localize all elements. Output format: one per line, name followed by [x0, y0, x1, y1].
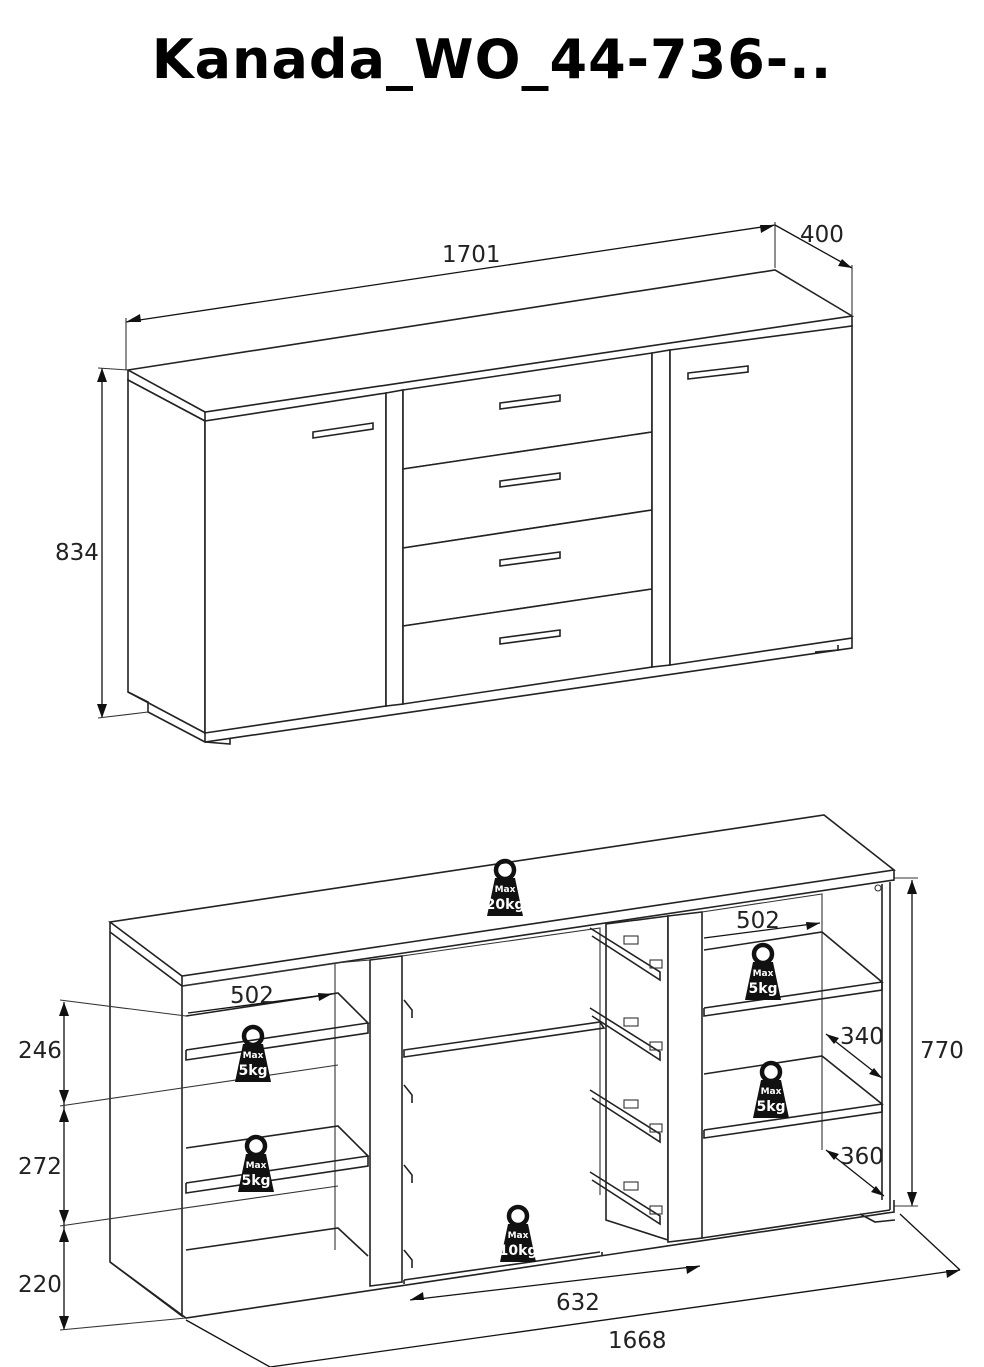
dim-right-gap-upper: 340 — [840, 1024, 884, 1050]
dim-inner-width: 1668 — [608, 1328, 667, 1354]
page-title: Kanada_WO_44-736-.. — [151, 28, 833, 91]
weight-icon: Max 5kg — [235, 1027, 271, 1082]
dim-center-width: 632 — [556, 1290, 600, 1316]
svg-text:5kg: 5kg — [238, 1063, 267, 1079]
dim-gap-bottom: 220 — [18, 1272, 62, 1298]
svg-text:5kg: 5kg — [756, 1099, 785, 1115]
left-shelf-2 — [185, 1125, 370, 1184]
weight-icon: Max 10kg — [499, 1207, 538, 1262]
dim-width: 1701 — [442, 242, 501, 268]
dim-height: 834 — [55, 540, 99, 566]
svg-text:Max: Max — [495, 885, 516, 895]
sideboard-closed — [125, 269, 855, 745]
svg-text:20kg: 20kg — [486, 897, 525, 913]
svg-text:Max: Max — [246, 1161, 267, 1171]
handles — [312, 365, 749, 645]
right-shelf-2 — [703, 1055, 884, 1131]
right-post — [651, 349, 671, 668]
right-shelf-1 — [703, 931, 884, 1009]
open-dimensions: 770 246 272 220 502 502 340 360 — [18, 877, 964, 1367]
load-badges: Max 20kg Max 5kg Max 5kg Max 5kg Max 5kg… — [235, 861, 789, 1262]
svg-text:5kg: 5kg — [748, 981, 777, 997]
left-door — [204, 392, 387, 734]
dim-right-shelf-depth: 502 — [736, 908, 780, 934]
svg-text:Max: Max — [243, 1051, 264, 1061]
weight-icon: Max 5kg — [238, 1137, 274, 1192]
svg-text:5kg: 5kg — [241, 1173, 270, 1189]
weight-icon: Max 20kg — [486, 861, 525, 916]
center-post — [385, 389, 404, 707]
dim-depth: 400 — [800, 222, 844, 248]
svg-text:Max: Max — [508, 1231, 529, 1241]
center-shelf — [403, 1021, 606, 1058]
dim-right-gap-lower: 360 — [840, 1144, 884, 1170]
drawer-runners — [589, 927, 663, 1226]
open-center-post-left — [369, 955, 403, 1287]
weight-icon: Max 5kg — [753, 1063, 789, 1118]
left-side-panel — [127, 378, 206, 735]
plinth — [127, 638, 853, 743]
dim-open-height: 770 — [920, 1038, 964, 1064]
svg-text:Max: Max — [761, 1087, 782, 1097]
dim-gap-top: 246 — [18, 1038, 62, 1064]
closed-dimensions: 1701 400 834 — [55, 222, 853, 719]
weight-icon: Max 5kg — [745, 945, 781, 1000]
dim-left-shelf-depth: 502 — [230, 983, 274, 1009]
right-door — [669, 325, 853, 666]
svg-text:10kg: 10kg — [499, 1243, 538, 1259]
svg-text:Max: Max — [753, 969, 774, 979]
dim-gap-middle: 272 — [18, 1154, 62, 1180]
open-center-post-right — [667, 911, 703, 1243]
left-shelf-1 — [185, 992, 370, 1051]
